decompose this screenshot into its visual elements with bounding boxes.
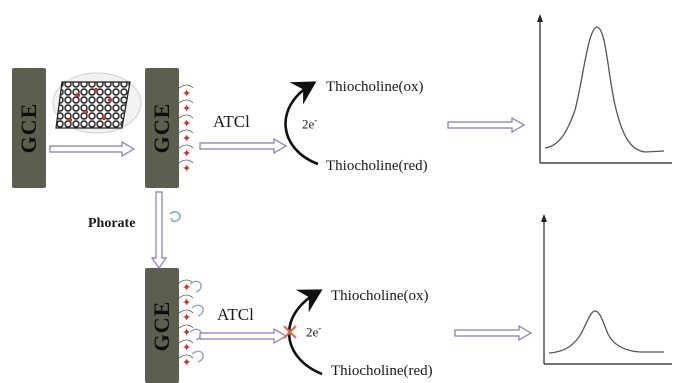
svg-text:✦: ✦ [182,87,191,100]
redox-arrow-top [284,81,319,166]
atcl-label-bottom: ATCl [217,305,254,324]
hollow-arrows [49,116,533,345]
signal-peak-low [548,310,664,354]
enzyme-layer-top [178,84,194,164]
bare-electrode: GCE [12,68,46,188]
signal-peak-high [544,26,665,153]
thiocholine-ox-bottom: Thiocholine(ox) [331,288,429,304]
bound-phorate-molecules [189,280,204,363]
voltammogram-high [537,14,672,164]
arrow-bare-to-modified [49,140,136,158]
svg-text:✦: ✦ [182,117,191,130]
thiocholine-ox-top: Thiocholine(ox) [326,79,424,95]
phorate-molecule-icon [169,211,181,223]
electron-charge-top: - [314,115,318,125]
inhibited-electrode: GCE [145,268,179,383]
arrow-to-signal-top [447,116,526,134]
arrow-modified-to-inhibited [150,191,168,270]
redox-arrow-bottom [287,289,323,376]
electron-label-top: 2e [302,116,315,132]
svg-text:✦: ✦ [182,102,191,115]
electron-charge-bottom: - [318,323,322,333]
svg-text:✦: ✦ [182,132,191,145]
svg-text:✦: ✦ [182,147,191,160]
enzyme-stars-top: ✦ ✦ ✦ ✦ ✦ ✦ [182,87,191,175]
inhibition-cross-icon [283,325,297,339]
arrow-atcl-top [199,137,288,155]
svg-text:✦: ✦ [182,281,191,294]
thiocholine-red-top: Thiocholine(red) [326,158,428,174]
svg-text:✦: ✦ [182,341,191,354]
phorate-label: Phorate [88,216,136,231]
electron-label-bottom: 2e [306,324,319,340]
svg-text:✦: ✦ [182,162,191,175]
electron-transfer-top: 2e- [302,115,317,132]
modified-electrode: GCE [145,68,179,188]
svg-text:✦: ✦ [182,311,191,324]
enzyme-layer-bottom [178,279,194,359]
svg-text:✦: ✦ [182,356,191,369]
electron-transfer-bottom: 2e- [306,323,321,340]
thiocholine-red-bottom: Thiocholine(red) [331,363,433,379]
enzyme-stars-bottom: ✦ ✦ ✦ ✦ ✦ ✦ [182,281,191,369]
arrow-to-signal-bottom [454,324,533,342]
voltammogram-low [541,214,672,365]
atcl-label-top: ATCl [213,112,250,131]
svg-text:✦: ✦ [182,296,191,309]
arrow-atcl-bottom [199,327,288,345]
nanomaterial-mesh [52,72,142,134]
svg-text:✦: ✦ [182,326,191,339]
